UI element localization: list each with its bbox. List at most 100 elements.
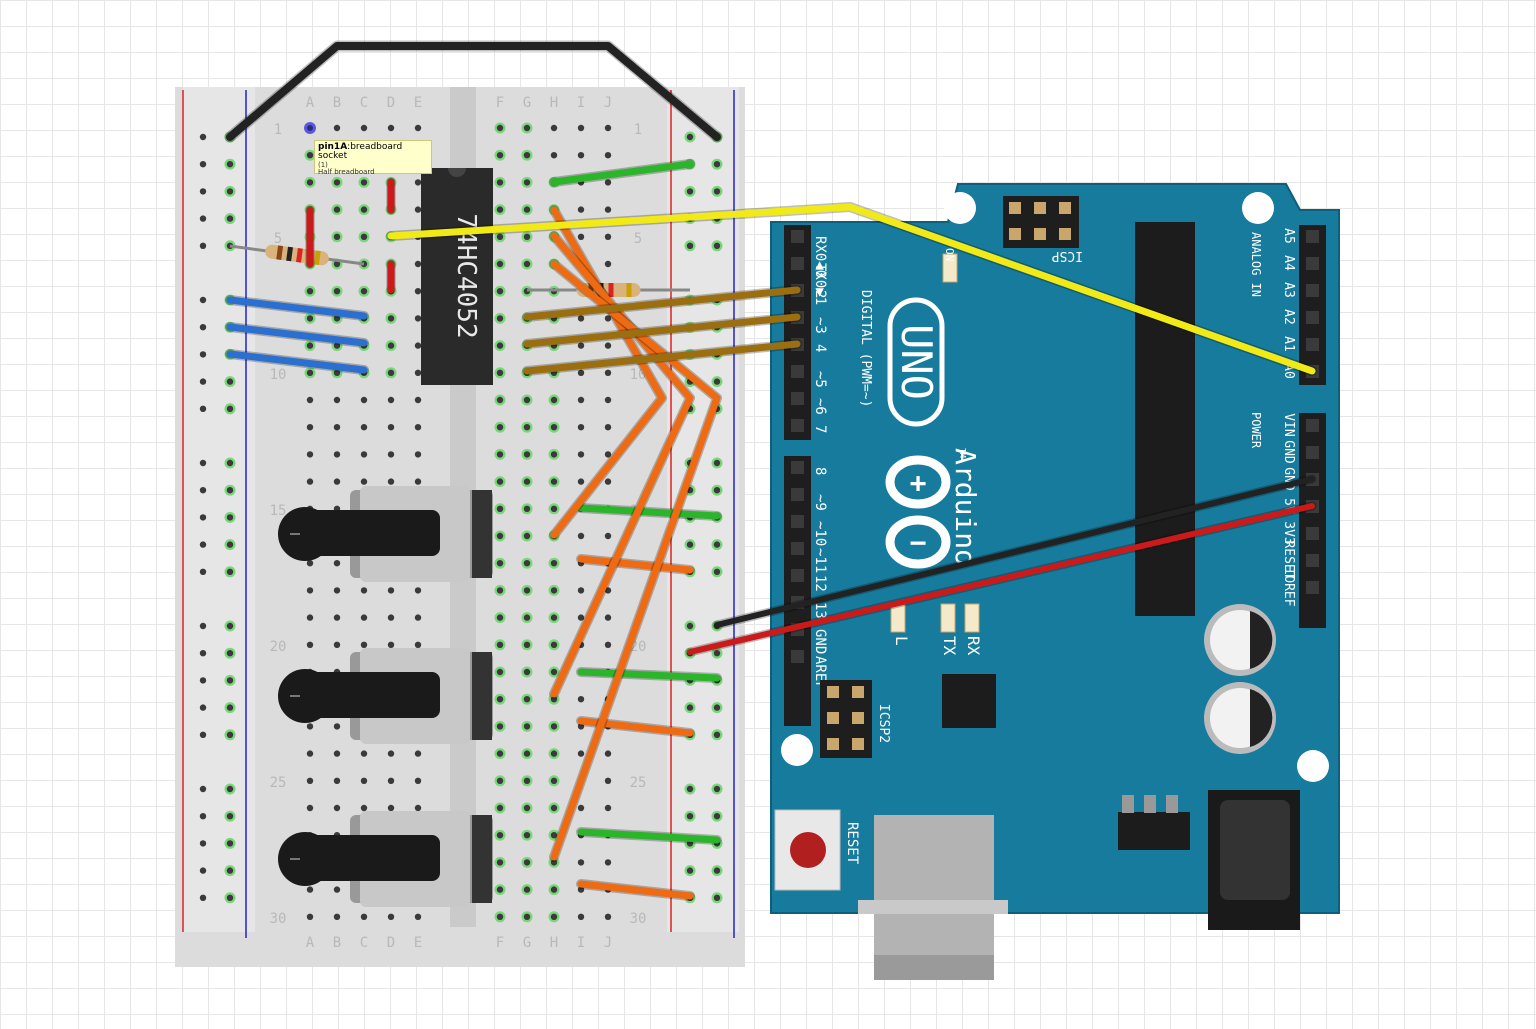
breadboard-hole (360, 804, 368, 812)
breadboard-hole (604, 260, 612, 268)
breadboard-hole (199, 622, 207, 630)
column-label: B (333, 95, 341, 111)
breadboard-hole (577, 396, 585, 404)
breadboard-hole (226, 568, 234, 575)
breadboard-hole (414, 206, 422, 213)
column-label: E (414, 95, 422, 111)
breadboard-hole (360, 614, 368, 621)
breadboard-hole (523, 179, 531, 186)
digital-pin (791, 488, 804, 501)
mounting-hole (944, 192, 976, 224)
wire-orange-short-1 (577, 555, 694, 574)
breadboard-hole (414, 124, 422, 132)
breadboard-hole (604, 532, 612, 540)
breadboard-hole (360, 913, 368, 920)
breadboard-hole (333, 560, 341, 567)
breadboard-hole (496, 641, 504, 648)
column-label: C (360, 935, 368, 951)
breadboard-hole (333, 369, 341, 376)
row-label: 10 (270, 367, 287, 383)
column-label: F (496, 95, 504, 111)
chip-notch (448, 168, 466, 177)
breadboard-hole (387, 424, 395, 431)
breadboard-hole (414, 913, 422, 920)
resistor-band (276, 245, 284, 260)
breadboard-hole (550, 913, 558, 920)
breadboard-hole (414, 315, 422, 322)
breadboard-hole (199, 324, 207, 331)
breadboard-hole (306, 750, 314, 757)
led (940, 603, 956, 633)
breadboard-hole (414, 750, 422, 757)
wire-brown-d4 (523, 340, 801, 375)
breadboard-hole (523, 913, 531, 920)
column-label: H (550, 935, 558, 951)
breadboard-hole (360, 424, 368, 431)
row-label: 20 (270, 639, 287, 655)
power-pin-label: 3V3 (1281, 521, 1296, 544)
logo-loop-bottom (885, 515, 951, 569)
breadboard-hole (199, 215, 207, 222)
breadboard-hole (387, 342, 395, 349)
breadboard-hole (226, 541, 234, 548)
breadboard-hole (306, 777, 314, 784)
breadboard-hole (387, 641, 395, 648)
breadboard-hole (550, 152, 558, 159)
chip-74hc4052 (421, 168, 493, 385)
breadboard-hole (604, 369, 612, 376)
breadboard-hole (333, 179, 341, 186)
breadboard-hole (550, 832, 558, 839)
digital-pin-label: ~9 (812, 494, 828, 511)
breadboard-hole (387, 913, 395, 920)
led-label-rx: RX (964, 636, 983, 656)
breadboard-hole (523, 668, 531, 676)
breadboard-hole (496, 696, 504, 703)
breadboard-hole (496, 560, 504, 567)
resistor-band (296, 248, 303, 263)
column-label: J (604, 935, 612, 951)
breadboard-hole (496, 342, 504, 349)
reset-button-cap (790, 832, 826, 868)
breadboard-hole (199, 541, 207, 548)
breadboard-hole (713, 242, 721, 249)
power-pin-label: IOREF (1281, 567, 1296, 606)
breadboard-hole (604, 124, 612, 132)
breadboard-hole (577, 369, 585, 376)
breadboard-hole (550, 505, 558, 512)
wire-orange-long-1 (550, 206, 666, 539)
breadboard-hole (523, 396, 531, 404)
breadboard-hole (306, 723, 314, 730)
breadboard-hole (387, 804, 395, 812)
breadboard-hole (577, 206, 585, 213)
breadboard-hole (333, 206, 341, 213)
digital-pin-label: 12 (812, 575, 828, 592)
breadboard-hole (686, 242, 694, 249)
digital-pin-label: TX0▶1 (812, 263, 828, 305)
icsp2-pin (827, 686, 839, 698)
breadboard-hole (523, 886, 531, 893)
breadboard-hole (496, 152, 504, 159)
breadboard-hole (577, 750, 585, 757)
breadboard-hole (496, 478, 504, 485)
breadboard-hole (577, 859, 585, 866)
breadboard-hole (713, 785, 721, 793)
tooltip-desc: :breadboard socket (318, 142, 403, 162)
breadboard-hole (360, 179, 368, 186)
breadboard-hole (550, 723, 558, 730)
breadboard-hole (414, 451, 422, 458)
column-label: G (523, 935, 531, 951)
analog-pin (1306, 338, 1319, 351)
breadboard-hole (523, 478, 531, 485)
breadboard-hole (577, 478, 585, 485)
breadboard-hole (199, 785, 207, 793)
uno-outline (887, 297, 945, 427)
power-header-label: POWER (1249, 412, 1263, 449)
breadboard-hole (199, 650, 207, 657)
potentiometer (278, 811, 493, 907)
breadboard-hole (414, 777, 422, 784)
breadboard-hole (496, 614, 504, 621)
breadboard-hole (226, 650, 234, 657)
breadboard-hole (604, 342, 612, 349)
breadboard-hole (550, 777, 558, 784)
